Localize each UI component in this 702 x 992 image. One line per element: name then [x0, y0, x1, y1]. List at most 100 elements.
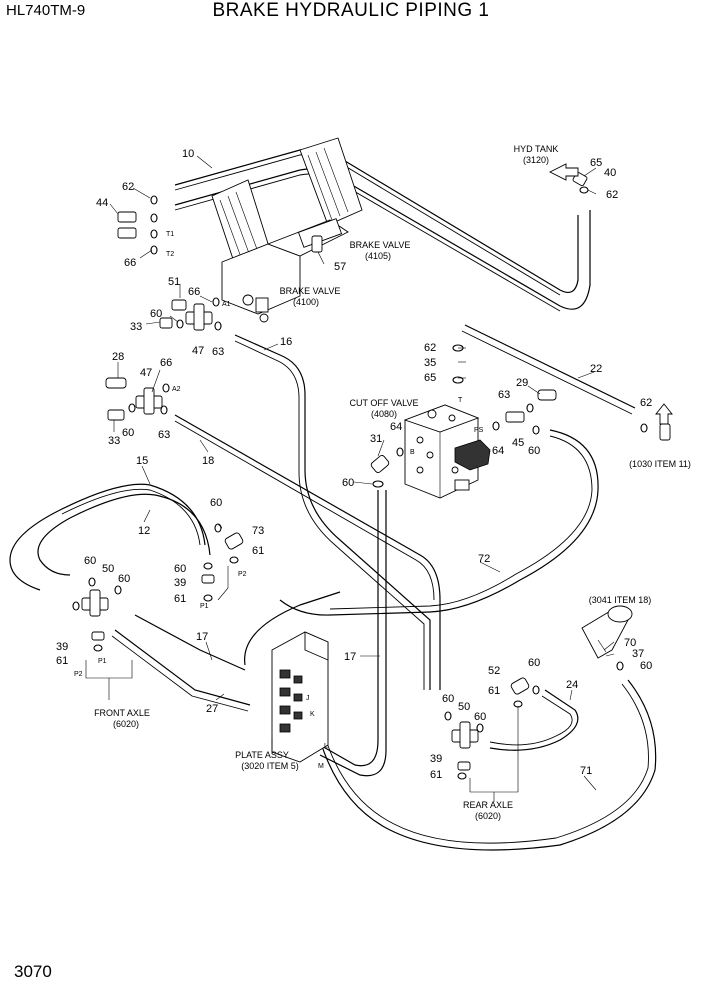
item-3041-label: (3041 ITEM 18) [589, 595, 652, 605]
brake-valve-upper-label: BRAKE VALVE [350, 240, 411, 250]
plate-assy [271, 631, 329, 763]
callout-number: 39 [174, 577, 186, 589]
callout-number: 64 [390, 421, 402, 433]
hose-15 [9, 483, 206, 591]
cut-off-valve-label: CUT OFF VALVE [349, 398, 418, 408]
hoses [9, 148, 657, 851]
port-label: A2 [172, 386, 181, 393]
port-label: M [318, 763, 324, 770]
hose-72 [279, 429, 599, 616]
hose-27 [114, 629, 251, 706]
port-label: P2 [74, 671, 83, 678]
callout-number: 51 [168, 276, 180, 288]
brake-valve-lower-label: BRAKE VALVE [280, 286, 341, 296]
callout-number: 12 [138, 525, 150, 537]
callout-number: 62 [424, 342, 436, 354]
callout-number: 52 [488, 665, 500, 677]
leader-lines [85, 155, 615, 802]
rear-axle-code: (6020) [475, 811, 501, 821]
port-label: L [324, 743, 328, 750]
callout-number: 17 [344, 651, 356, 663]
hose-24 [489, 689, 579, 751]
callout-number: 61 [56, 655, 68, 667]
callout-number: 15 [136, 455, 148, 467]
callout-number: 60 [122, 427, 134, 439]
callout-number: 50 [102, 563, 114, 575]
brake-pedal-right [299, 137, 363, 226]
port-label: J [306, 695, 310, 702]
cut-off-valve [403, 404, 491, 499]
callout-number: 61 [430, 769, 442, 781]
front-axle-label: FRONT AXLE [94, 708, 150, 718]
callout-number: 60 [150, 308, 162, 320]
tee-fitting-47-upper [185, 303, 213, 331]
callout-number: 62 [122, 181, 134, 193]
model-code: HL740TM-9 [6, 2, 86, 19]
callout-number: 47 [140, 367, 152, 379]
hose-18 [174, 414, 441, 690]
hose-22-inner [461, 330, 633, 415]
callout-number: 33 [130, 321, 142, 333]
callout-number: 66 [188, 286, 200, 298]
components [72, 137, 673, 780]
hose-plate-loop [244, 591, 341, 666]
item-1030-label: (1030 ITEM 11) [629, 459, 691, 469]
callout-number: 60 [342, 477, 354, 489]
rear-axle-label: REAR AXLE [463, 800, 513, 810]
callout-number: 22 [590, 363, 602, 375]
hose-24-inner [489, 695, 573, 746]
hose-18-inner [174, 420, 435, 601]
port-label: K [310, 711, 315, 718]
hose-12 [37, 493, 211, 576]
hose-72-inner [329, 435, 593, 610]
page-title: BRAKE HYDRAULIC PIPING 1 [212, 0, 490, 21]
callout-number: 39 [56, 641, 68, 653]
callout-number: 61 [252, 545, 264, 557]
callout-number: 63 [158, 429, 170, 441]
hose-16 [234, 334, 431, 690]
port-label: T2 [166, 251, 174, 258]
callout-number: 60 [474, 711, 486, 723]
port-label: P1 [98, 658, 107, 665]
page-number: 3070 [14, 962, 52, 981]
elbow-fittings [91, 171, 671, 771]
hose-71-inner [325, 683, 649, 844]
callout-number: 27 [206, 703, 218, 715]
callout-number: 63 [212, 346, 224, 358]
tee-fitting-50-front [81, 589, 109, 617]
callout-number: 62 [606, 189, 618, 201]
brake-valve-lower-code: (4100) [293, 297, 319, 307]
callout-number: 60 [640, 660, 652, 672]
hose-22 [464, 324, 636, 409]
callout-number: 10 [182, 148, 194, 160]
hose-17-right [319, 490, 379, 767]
part-callouts: 10 62 44 66 65 40 62 57 51 66 33 60 47 6… [56, 148, 652, 781]
callout-number: 16 [280, 336, 292, 348]
callout-number: 17 [196, 631, 208, 643]
callout-number: 31 [370, 433, 382, 445]
callout-number: 47 [192, 345, 204, 357]
brake-valve-upper-code: (4105) [365, 251, 391, 261]
callout-number: 39 [430, 753, 442, 765]
item-1030-arrow-icon [655, 403, 673, 425]
o-rings [72, 186, 648, 780]
brake-valve-body [221, 218, 349, 323]
plate-assy-code: (3020 ITEM 5) [241, 761, 299, 771]
callout-number: 72 [478, 553, 490, 565]
callout-number: 24 [566, 679, 578, 691]
callout-number: 50 [458, 701, 470, 713]
callout-number: 60 [174, 563, 186, 575]
tee-fitting-47-lower [135, 387, 163, 415]
callout-number: 18 [202, 455, 214, 467]
hose-15-inner [61, 488, 201, 546]
callout-number: 60 [442, 693, 454, 705]
hose-17-left [134, 614, 246, 671]
callout-number: 63 [498, 389, 510, 401]
callout-number: 73 [252, 525, 264, 537]
callout-number: 28 [112, 351, 124, 363]
callout-number: 33 [108, 435, 120, 447]
hose-27-inner [111, 635, 249, 712]
callout-number: 60 [528, 657, 540, 669]
callout-number: 62 [640, 397, 652, 409]
port-label: A1 [222, 301, 231, 308]
